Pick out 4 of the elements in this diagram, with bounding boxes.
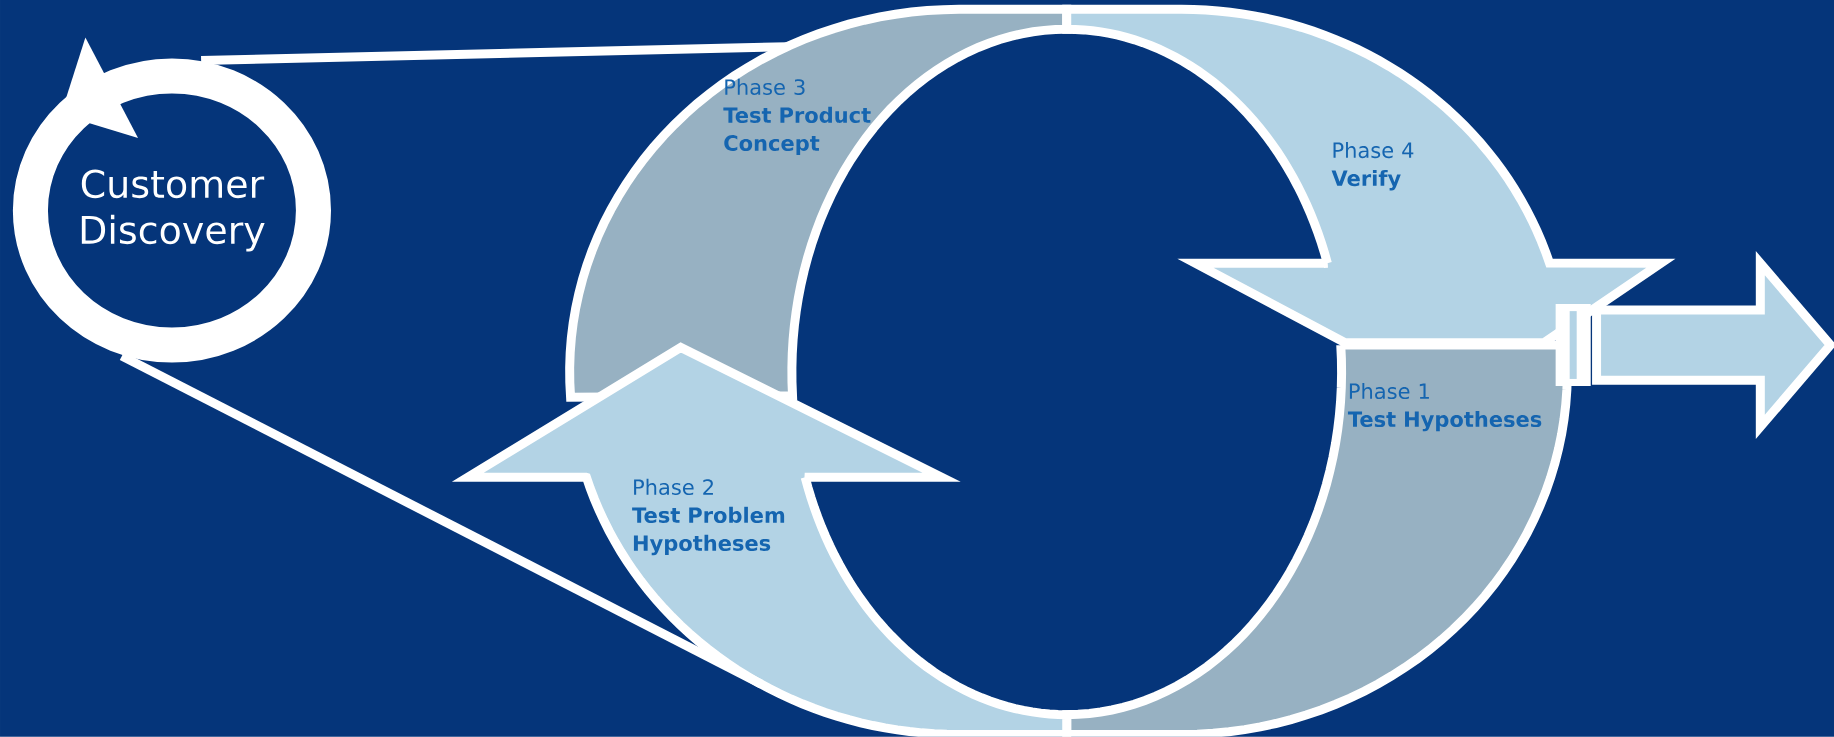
block-arrow [1555,251,1834,440]
zoom-line [201,42,788,65]
phase-label: Phase 3 Test Product Concept [723,78,871,156]
phase-label: Phase 4 Verify [1331,142,1414,191]
